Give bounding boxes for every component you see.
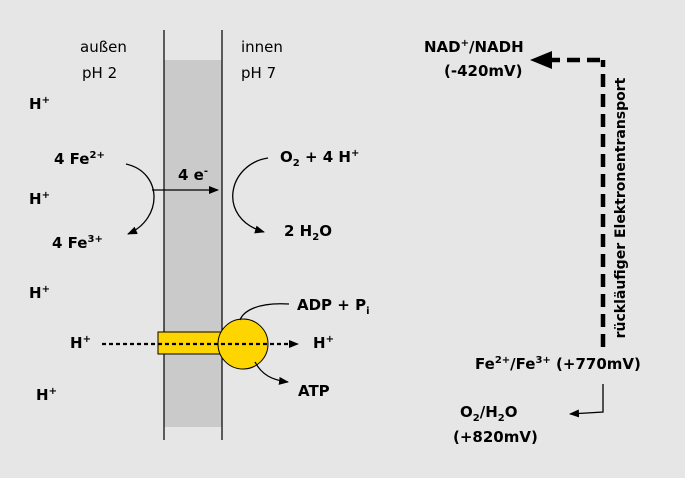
water-potential-label: (+820mV) [453, 428, 538, 446]
ferrous-iron-label: 4 Fe2+ [54, 150, 105, 168]
proton-label: H+ [29, 284, 50, 302]
adp-input-curve [239, 303, 290, 321]
iron-oxidation-arrow [125, 163, 155, 235]
oxygen-reduction-arrow [232, 157, 269, 234]
proton-inside-atpase-label: H+ [313, 334, 334, 352]
proton-outside-atpase-label: H+ [70, 334, 91, 352]
inside-label: innen [241, 38, 283, 56]
inside-ph: pH 7 [241, 64, 277, 82]
membrane-band [164, 60, 222, 427]
nad-couple-label: NAD+/NADH [424, 38, 524, 56]
ferric-iron-label: 4 Fe3+ [52, 234, 103, 252]
atp-label: ATP [298, 382, 330, 400]
iron-couple-label: Fe2+/Fe3+ (+770mV) [475, 355, 641, 373]
oxygen-proton-label: O2 + 4 H+ [280, 148, 360, 169]
reverse-electron-transport-label: rückläufiger Elektronentransport [613, 77, 629, 339]
outside-ph: pH 2 [82, 64, 118, 82]
downhill-electron-arrow [569, 384, 604, 418]
atp-output-arrow [254, 361, 289, 385]
water-couple-label: O2/H2O [460, 403, 518, 424]
proton-label: H+ [29, 190, 50, 208]
proton-label: H+ [29, 95, 50, 113]
adp-phosphate-label: ADP + Pi [297, 296, 370, 317]
proton-label: H+ [36, 386, 57, 404]
reverse-transport-arrowhead [530, 51, 552, 69]
water-label: 2 H2O [284, 222, 332, 243]
electron-label: 4 e- [178, 166, 208, 184]
nad-potential-label: (-420mV) [444, 62, 523, 80]
outside-label: außen [80, 38, 127, 56]
